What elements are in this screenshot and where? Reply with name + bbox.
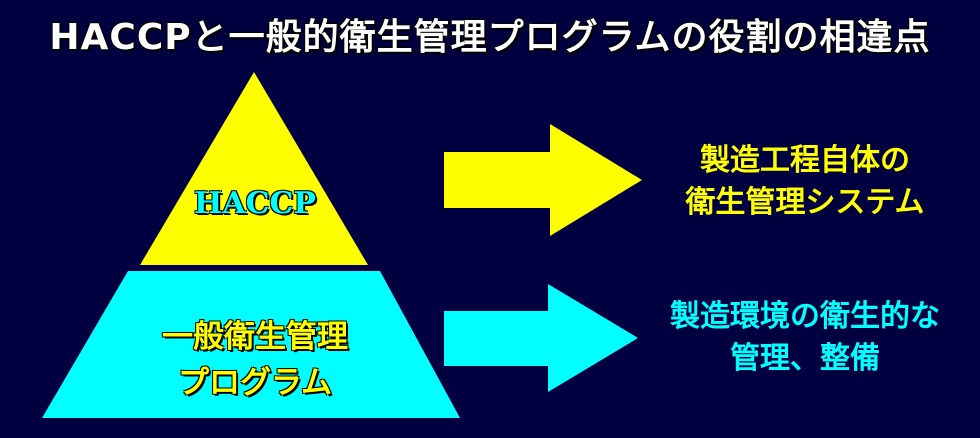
pyramid-bottom-label: 一般衛生管理 プログラム <box>90 314 420 406</box>
bottom-description-line2: 管理、整備 <box>730 341 880 376</box>
pyramid-bottom-tier <box>42 271 460 418</box>
arrow-bottom <box>444 284 638 392</box>
bottom-description-line1: 製造環境の衛生的な <box>670 299 940 334</box>
pyramid-top-label: HACCP <box>194 186 316 221</box>
top-description: 製造工程自体の 衛生管理システム <box>640 140 970 224</box>
arrow-top <box>444 124 642 236</box>
page-title: HACCPと一般的衛生管理プログラムの役割の相違点 <box>49 17 931 58</box>
pyramid-bottom-label-line1: 一般衛生管理 <box>162 319 348 355</box>
pyramid-bottom-label-line2: プログラム <box>177 365 333 401</box>
bottom-description: 製造環境の衛生的な 管理、整備 <box>640 296 970 380</box>
top-description-line1: 製造工程自体の <box>700 143 910 178</box>
top-description-line2: 衛生管理システム <box>685 185 925 220</box>
pyramid-top-tier <box>140 72 368 265</box>
